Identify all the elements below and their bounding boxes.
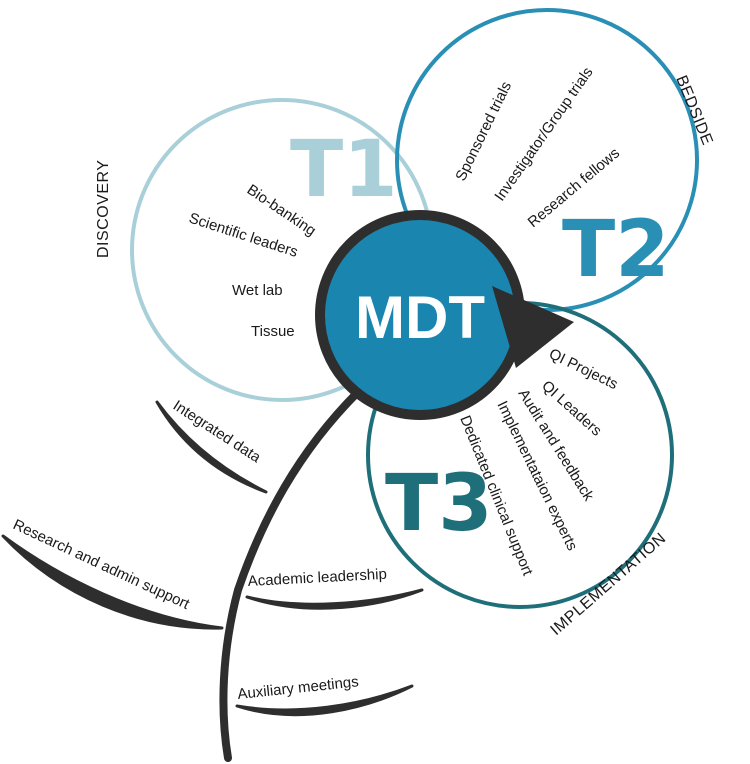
- t1-title: T1: [290, 125, 397, 215]
- stem: [219, 388, 362, 762]
- t1-item: Wet lab: [232, 282, 283, 299]
- t2-circle: [395, 8, 699, 312]
- t2-title: T2: [562, 205, 669, 295]
- leaf-research-admin-support: [1, 534, 224, 630]
- leaf-academic-leadership: [245, 588, 424, 610]
- leaf-integrated-data: [155, 400, 268, 494]
- mdt-label: MDT: [355, 284, 485, 351]
- leaf-label: Academic leadership: [247, 566, 387, 590]
- t3-title: T3: [385, 459, 492, 549]
- t2-item: Sponsored trials: [452, 79, 515, 184]
- mdt-arrow-head: [492, 286, 574, 368]
- t1-item: Tissue: [251, 323, 295, 340]
- leaf-auxiliary-meetings: [235, 684, 414, 717]
- leaf-label: Auxiliary meetings: [237, 673, 360, 703]
- t1-phase-label: DISCOVERY: [95, 160, 112, 258]
